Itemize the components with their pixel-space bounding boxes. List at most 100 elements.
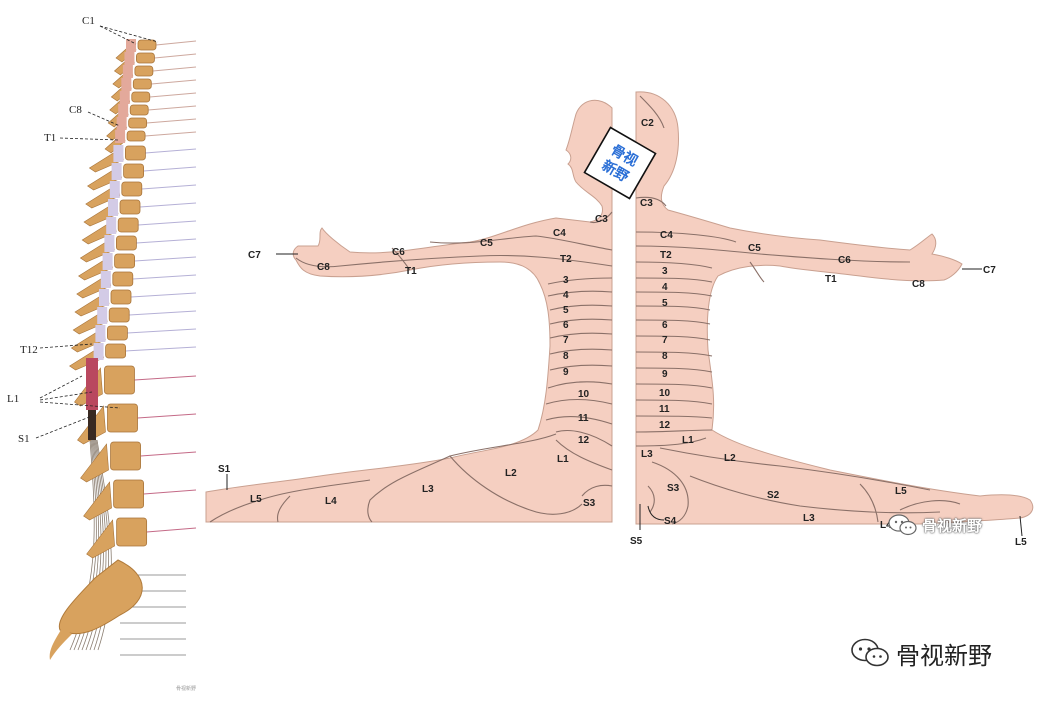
derm-left-c7: C7	[248, 250, 261, 261]
vertebra-body	[113, 479, 144, 509]
nerve-root	[154, 53, 197, 59]
derm-right-c6: C6	[838, 255, 851, 266]
nerve-root	[130, 292, 197, 298]
conus-medullaris	[86, 358, 98, 410]
dermatome-left-half	[205, 99, 613, 523]
vertebra-body	[123, 163, 144, 179]
nerve-root	[139, 202, 197, 208]
derm-left-7: 7	[563, 335, 569, 346]
nerve-root	[148, 105, 197, 111]
derm-right-11: 11	[659, 404, 670, 415]
chat-bubble-icon	[888, 514, 917, 536]
derm-right-5: 5	[662, 298, 668, 309]
derm-right-c8: C8	[912, 279, 925, 290]
spinal-column: C1 C8 T1 T12 L1 S1 骨视新野	[7, 15, 197, 692]
vertebra-body	[108, 307, 130, 323]
nerve-root	[151, 79, 197, 85]
vertebra-body	[116, 235, 137, 251]
derm-right-s4: S4	[664, 516, 677, 527]
derm-left-s1: S1	[218, 464, 231, 475]
derm-right-c7: C7	[983, 265, 996, 276]
nerve-root	[146, 118, 197, 124]
left-dermatome-labels: C2 C3 C4 C5 C6 C7 C8 T1 T2 3 4 5 6 7 8 9…	[218, 118, 654, 509]
derm-left-l1: L1	[557, 454, 569, 465]
chat-bubble-icon	[851, 638, 889, 667]
vertebra-body	[104, 365, 135, 395]
derm-left-9: 9	[563, 367, 569, 378]
right-dermatome-boundaries	[635, 95, 961, 525]
derm-left-t2: T2	[560, 254, 572, 265]
derm-right-8: 8	[662, 351, 668, 362]
derm-right-c4: C4	[660, 230, 673, 241]
derm-right-3: 3	[662, 266, 668, 277]
nerve-root	[152, 66, 197, 72]
watermark-large-text: 骨视新野	[896, 641, 992, 670]
derm-right-l5: L5	[895, 486, 907, 497]
cord-segment	[102, 253, 113, 270]
spine-label-l1: L1	[7, 393, 19, 405]
dermatome-leaders	[226, 253, 1023, 537]
watermark-small-text: 骨视新野	[922, 516, 983, 535]
nerve-root	[134, 256, 197, 262]
cord-segment	[116, 117, 127, 130]
spinous-process	[80, 443, 109, 483]
vertebra-body	[134, 65, 154, 77]
vertebra-body	[137, 39, 157, 51]
derm-left-11: 11	[578, 413, 589, 424]
coccyx	[49, 628, 72, 660]
cord-segment	[111, 163, 122, 180]
spine-credit: 骨视新野	[176, 685, 196, 692]
derm-left-l3: L3	[422, 484, 434, 495]
derm-left-c4: C4	[553, 228, 566, 239]
derm-right-t2: T2	[660, 250, 672, 261]
nerve-root	[155, 40, 197, 46]
cord-segment	[93, 343, 104, 360]
nerve-root	[141, 184, 197, 190]
derm-right-s3: S3	[667, 483, 680, 494]
derm-right-4: 4	[662, 282, 668, 293]
spine-leaders	[35, 25, 159, 439]
cord-segment	[121, 78, 132, 91]
vertebrae	[69, 39, 157, 559]
spine-label-c1: C1	[82, 15, 95, 27]
vertebra-body	[132, 78, 152, 90]
cord-segment	[122, 65, 133, 78]
derm-left-s3: S3	[583, 498, 596, 509]
cord-segment	[106, 217, 117, 234]
conus-tip	[88, 410, 96, 440]
right-dermatome-labels: C3 C4 C5 C6 C7 C8 T1 T2 3 4 5 6 7 8 9 10…	[630, 198, 1027, 548]
vertebra-body	[129, 104, 149, 116]
derm-right-7: 7	[662, 335, 668, 346]
vertebra-body	[110, 289, 132, 305]
derm-right-c5: C5	[748, 243, 761, 254]
derm-right-l1: L1	[682, 435, 694, 446]
derm-right-l3: L3	[803, 513, 815, 524]
derm-right-12: 12	[659, 420, 671, 431]
spine-label-t1: T1	[44, 132, 56, 144]
vertebra-body	[117, 217, 139, 233]
vertebra-body	[114, 253, 135, 269]
derm-left-8: 8	[563, 351, 569, 362]
nerve-root	[145, 148, 197, 154]
cord-segment	[119, 91, 130, 104]
dermatome-right-half	[226, 91, 1034, 537]
left-body-silhouette	[205, 99, 613, 523]
left-dermatome-boundaries	[209, 211, 613, 523]
vertebra-body	[105, 343, 126, 359]
vertebra-body	[119, 199, 141, 215]
derm-left-12: 12	[578, 435, 590, 446]
vertebra-body	[112, 271, 134, 287]
spinal-cord	[86, 39, 136, 440]
cord-segment	[104, 235, 115, 252]
vertebra-body	[125, 145, 146, 161]
cord-segment	[109, 181, 120, 198]
nerve-root	[143, 166, 197, 172]
derm-right-s2: S2	[767, 490, 780, 501]
nerve-root	[146, 527, 197, 533]
nerve-root	[132, 274, 197, 280]
vertebra-body	[107, 403, 138, 433]
nerve-root	[149, 92, 197, 98]
sacrum	[58, 559, 143, 635]
cord-segment	[124, 52, 135, 65]
